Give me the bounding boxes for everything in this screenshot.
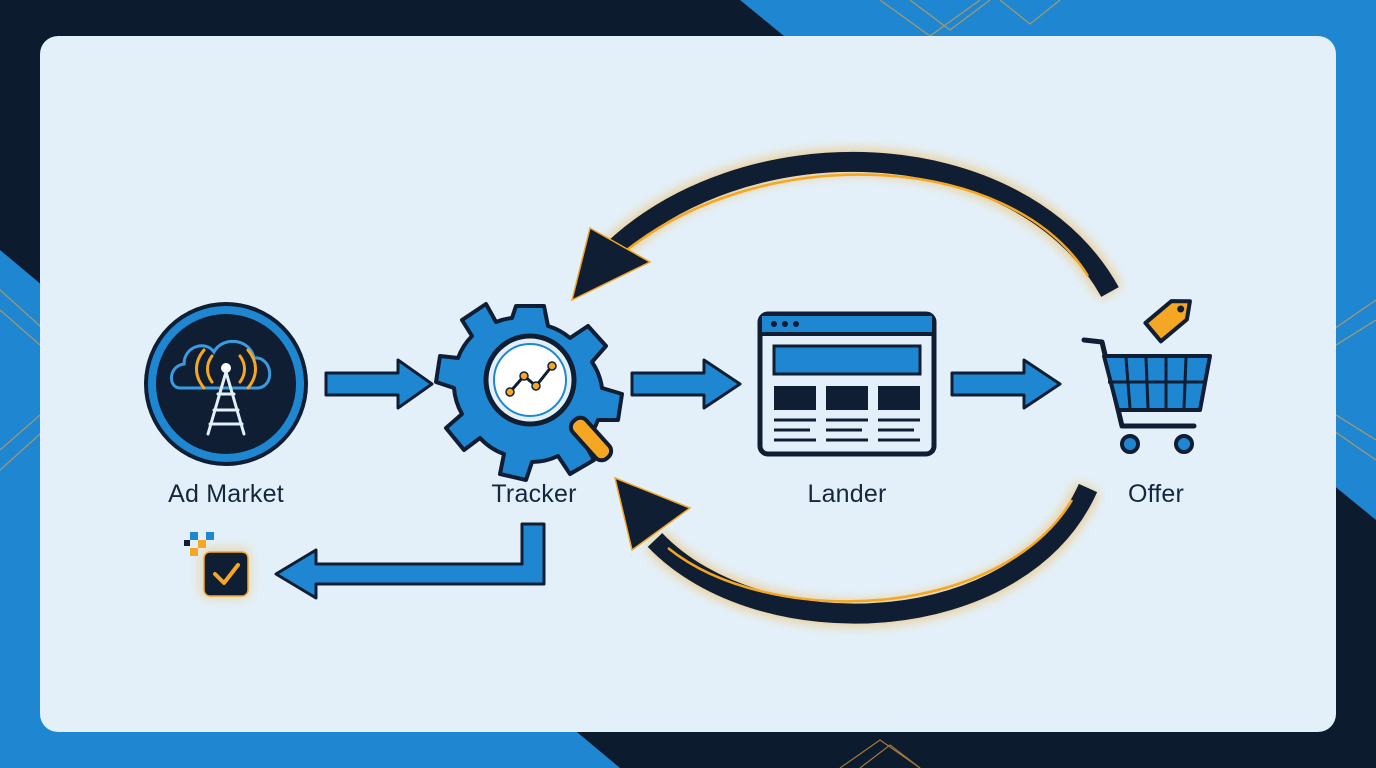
node-label-offer: Offer xyxy=(1127,480,1185,508)
gear-magnifier-icon xyxy=(434,302,624,482)
node-label-lander: Lander xyxy=(807,480,887,508)
cloud-antenna-icon xyxy=(144,302,308,466)
return-arc-top xyxy=(570,149,1121,302)
shopping-cart-tag-icon xyxy=(1081,299,1212,454)
flow-arrow-ad-to-tracker xyxy=(324,358,434,410)
node-label-tracker: Tracker xyxy=(491,480,577,508)
browser-window-icon xyxy=(757,311,937,457)
node-label-ad-market: Ad Market xyxy=(168,480,284,508)
return-arc-bottom xyxy=(613,476,1099,626)
flow-arrow-tracker-to-lander xyxy=(630,358,742,410)
checkbox-check-icon xyxy=(184,532,250,598)
flow-arrow-lander-to-offer xyxy=(950,358,1062,410)
return-arrow-tracker-to-checkbox xyxy=(274,522,546,600)
